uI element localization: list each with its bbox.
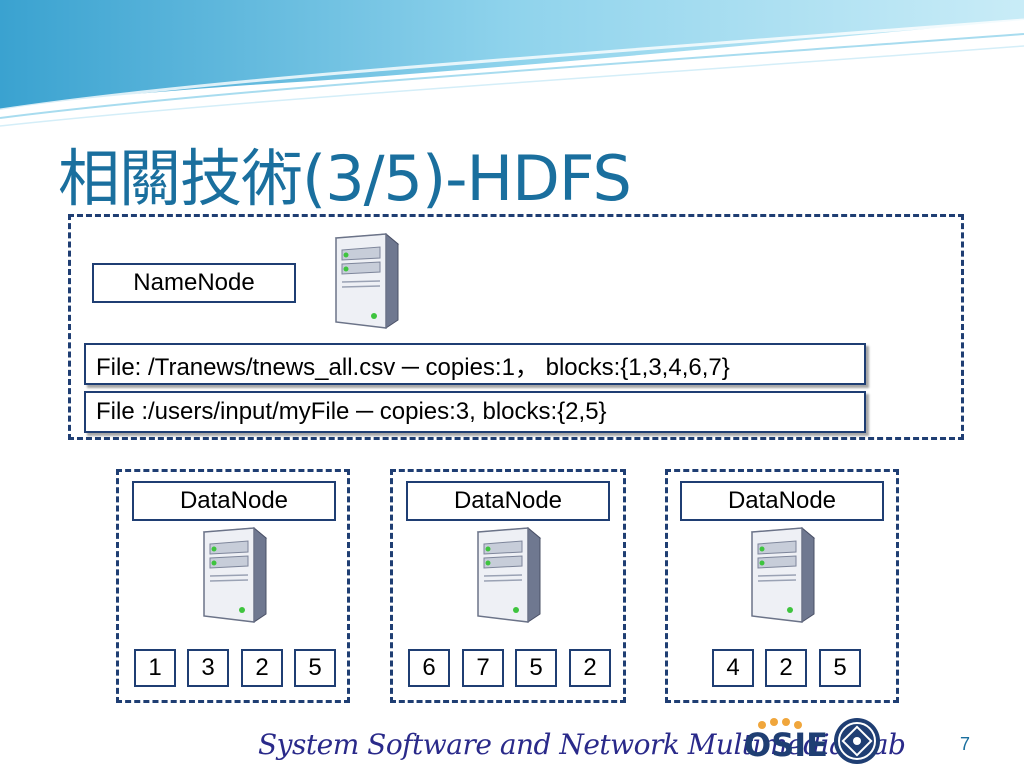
- logo-dots-icon: [758, 718, 802, 729]
- lab-seal-icon: [834, 718, 880, 764]
- datanode-region-1: [116, 469, 350, 703]
- server-icon: [334, 232, 400, 329]
- server-icon: [202, 526, 268, 623]
- block-1-1: 1: [134, 649, 176, 687]
- namenode-label: NameNode: [92, 263, 296, 303]
- header-wave-decoration: [0, 0, 1024, 127]
- block-3-1: 4: [712, 649, 754, 687]
- datanode-region-2: [390, 469, 626, 703]
- block-2-1: 6: [408, 649, 450, 687]
- block-1-2: 3: [187, 649, 229, 687]
- block-1-3: 2: [241, 649, 283, 687]
- block-3-2: 2: [765, 649, 807, 687]
- block-3-3: 5: [819, 649, 861, 687]
- server-icon: [476, 526, 542, 623]
- namenode-region: [68, 214, 964, 440]
- page-number: 7: [960, 734, 971, 754]
- osie-logo: OSIE: [744, 726, 829, 764]
- block-2-2: 7: [462, 649, 504, 687]
- block-2-3: 5: [515, 649, 557, 687]
- datanode-label-3: DataNode: [680, 481, 884, 521]
- datanode-label-2: DataNode: [406, 481, 610, 521]
- block-1-4: 5: [294, 649, 336, 687]
- server-icon: [750, 526, 816, 623]
- lab-name: System Software and Network Multimedia L…: [258, 728, 906, 761]
- block-2-4: 2: [569, 649, 611, 687]
- datanode-region-3: [665, 469, 899, 703]
- slide-title: 相關技術(3/5)-HDFS: [58, 142, 632, 215]
- file-entry-myfile: File :/users/input/myFile ─ copies:3, bl…: [84, 391, 866, 433]
- file-entry-tnews: File: /Tranews/tnews_all.csv ─ copies:1，…: [84, 343, 866, 385]
- datanode-label-1: DataNode: [132, 481, 336, 521]
